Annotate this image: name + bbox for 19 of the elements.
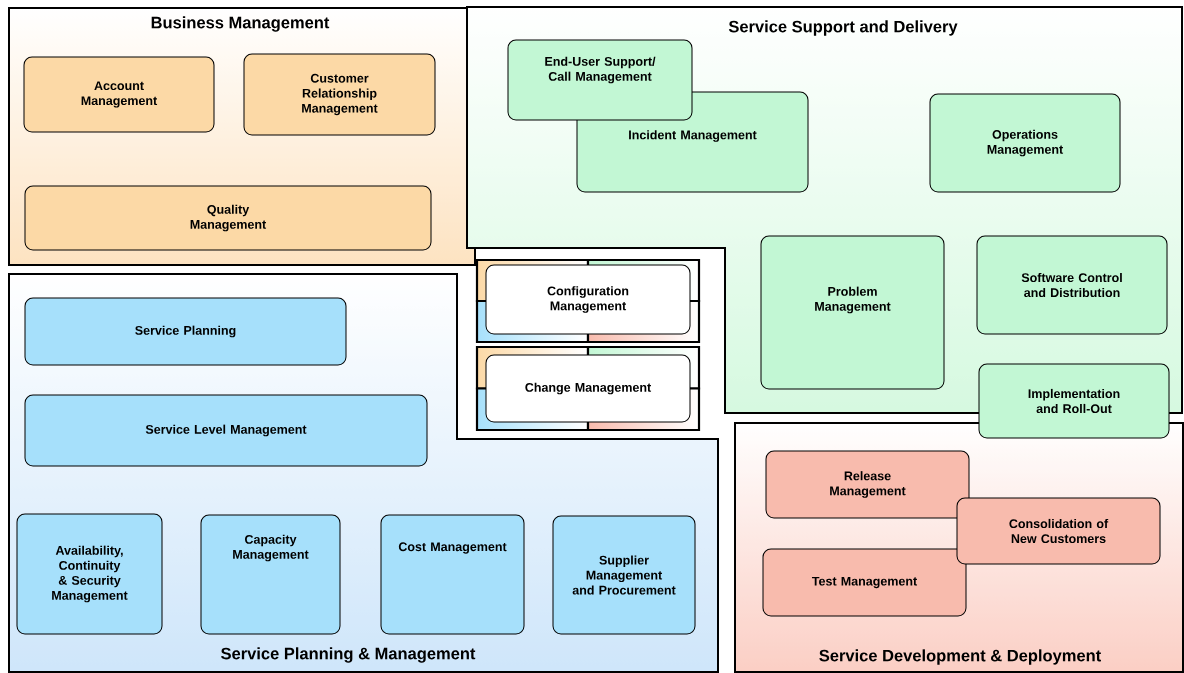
process-box: Software Control and Distribution bbox=[976, 235, 1168, 335]
process-box: Service Level Management bbox=[24, 394, 428, 467]
process-box: Customer Relationship Management bbox=[243, 53, 436, 136]
process-box: Test Management bbox=[762, 548, 967, 617]
process-box: Availability, Continuity & Security Management bbox=[16, 513, 163, 635]
process-box: Consolidation of New Customers bbox=[956, 497, 1161, 565]
process-box: Capacity Management bbox=[200, 514, 341, 635]
process-box: Account Management bbox=[23, 56, 215, 133]
process-box: Cost Management bbox=[380, 514, 525, 635]
process-box: Quality Management bbox=[24, 185, 432, 251]
process-box: Change Management bbox=[475, 345, 701, 432]
process-box: Problem Management bbox=[760, 235, 945, 390]
process-box: Release Management bbox=[765, 450, 970, 519]
process-box: Service Planning bbox=[24, 297, 347, 366]
process-box: Implementation and Roll-Out bbox=[978, 363, 1170, 439]
process-box: End-User Support/ Call Management bbox=[507, 39, 693, 121]
process-box: Operations Management bbox=[929, 93, 1121, 193]
process-box: Configuration Management bbox=[475, 258, 701, 344]
process-box: Supplier Management and Procurement bbox=[552, 515, 696, 635]
